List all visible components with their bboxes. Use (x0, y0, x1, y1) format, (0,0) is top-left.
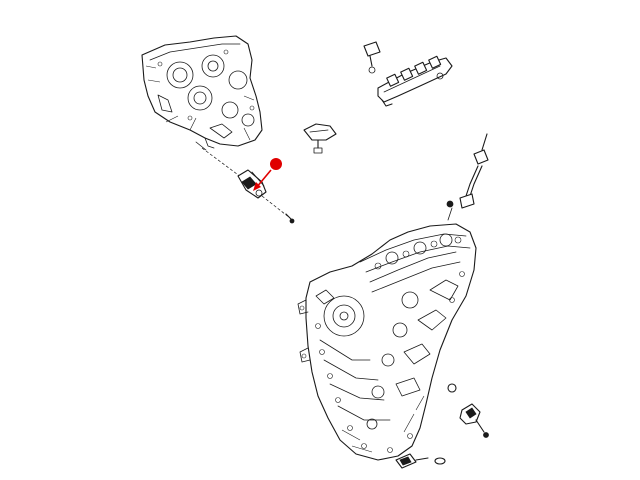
callout-dot (270, 158, 282, 170)
main-engine-block (297, 223, 477, 461)
highlighted-sensor (237, 169, 267, 199)
sensor-bolt-line (201, 147, 295, 224)
fuel-rail (363, 41, 453, 107)
dipstick-tube (446, 133, 489, 221)
rail-injector-ports (386, 55, 442, 87)
lower-right-sensor (447, 383, 489, 438)
callout-arrow-head (253, 182, 261, 191)
callout-marker (253, 158, 282, 191)
bracket-sensor (303, 123, 337, 154)
bottom-sensor (395, 453, 446, 469)
upper-engine-block (141, 35, 263, 151)
